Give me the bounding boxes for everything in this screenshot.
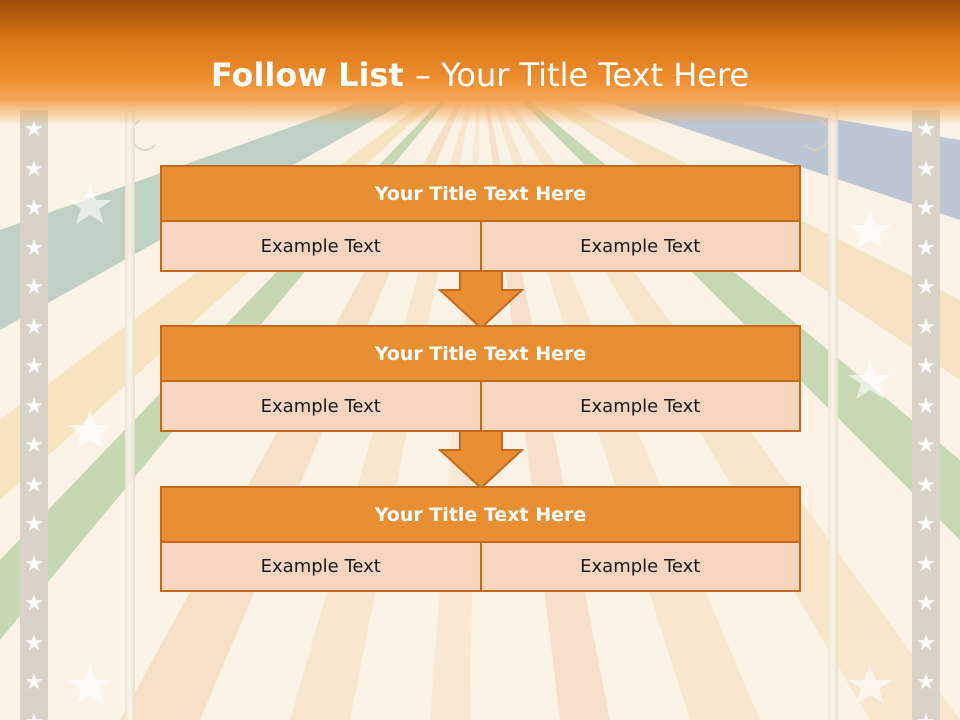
flow-block-row: Example Text Example Text <box>160 382 801 432</box>
down-arrow-icon <box>438 270 524 330</box>
star-icon: ★ <box>916 314 936 340</box>
star-icon: ★ <box>916 196 936 221</box>
star-icon: ★ <box>916 591 936 616</box>
flow-cell-left: Example Text <box>160 382 481 432</box>
star-icon: ★ <box>24 433 44 458</box>
star-icon: ★ <box>24 314 44 340</box>
left-star-border: ★★★★★★★★★★★★★★★★ <box>20 110 48 720</box>
slide-title-bold: Follow List <box>210 56 415 94</box>
flow-cell-right: Example Text <box>480 222 801 272</box>
slide-title: Follow List – Your Title Text Here <box>0 53 960 97</box>
star-icon: ★ <box>916 512 936 537</box>
star-icon: ★ <box>24 551 44 577</box>
star-icon: ★ <box>916 433 936 458</box>
star-icon: ★ <box>916 670 936 695</box>
flow-cell-left: Example Text <box>160 222 481 272</box>
star-icon: ★ <box>24 703 44 720</box>
slide-title-rest: – Your Title Text Here <box>414 56 750 94</box>
star-icon: ★ <box>916 156 936 182</box>
star-icon: ★ <box>916 354 936 379</box>
star-icon: ★ <box>24 630 44 656</box>
flow-block-row: Example Text Example Text <box>160 543 801 592</box>
star-icon: ★ <box>24 235 44 261</box>
star-icon: ★ <box>916 235 936 261</box>
flow-block-title: Your Title Text Here <box>160 165 801 222</box>
star-icon: ★ <box>24 512 44 537</box>
star-icon: ★ <box>24 275 44 300</box>
left-pillar <box>125 110 135 720</box>
star-icon: ★ <box>24 354 44 379</box>
star-icon: ★ <box>916 275 936 300</box>
star-icon: ★ <box>916 551 936 577</box>
flow-block-title: Your Title Text Here <box>160 486 801 543</box>
star-icon: ★ <box>916 703 936 720</box>
flow-cell-right: Example Text <box>480 543 801 592</box>
header-bar <box>0 0 960 125</box>
down-arrow-icon <box>438 430 524 490</box>
star-icon: ★ <box>916 393 936 419</box>
star-icon: ★ <box>24 472 44 498</box>
star-icon: ★ <box>24 393 44 419</box>
star-icon: ★ <box>24 156 44 182</box>
star-icon: ★ <box>24 591 44 616</box>
right-pillar <box>828 110 838 720</box>
flow-cell-left: Example Text <box>160 543 481 592</box>
flow-block-title: Your Title Text Here <box>160 325 801 382</box>
flow-block-row: Example Text Example Text <box>160 222 801 272</box>
star-icon: ★ <box>916 630 936 656</box>
right-star-border: ★★★★★★★★★★★★★★★★ <box>912 110 940 720</box>
star-icon: ★ <box>916 472 936 498</box>
star-icon: ★ <box>24 670 44 695</box>
flow-cell-right: Example Text <box>480 382 801 432</box>
star-icon: ★ <box>24 196 44 221</box>
